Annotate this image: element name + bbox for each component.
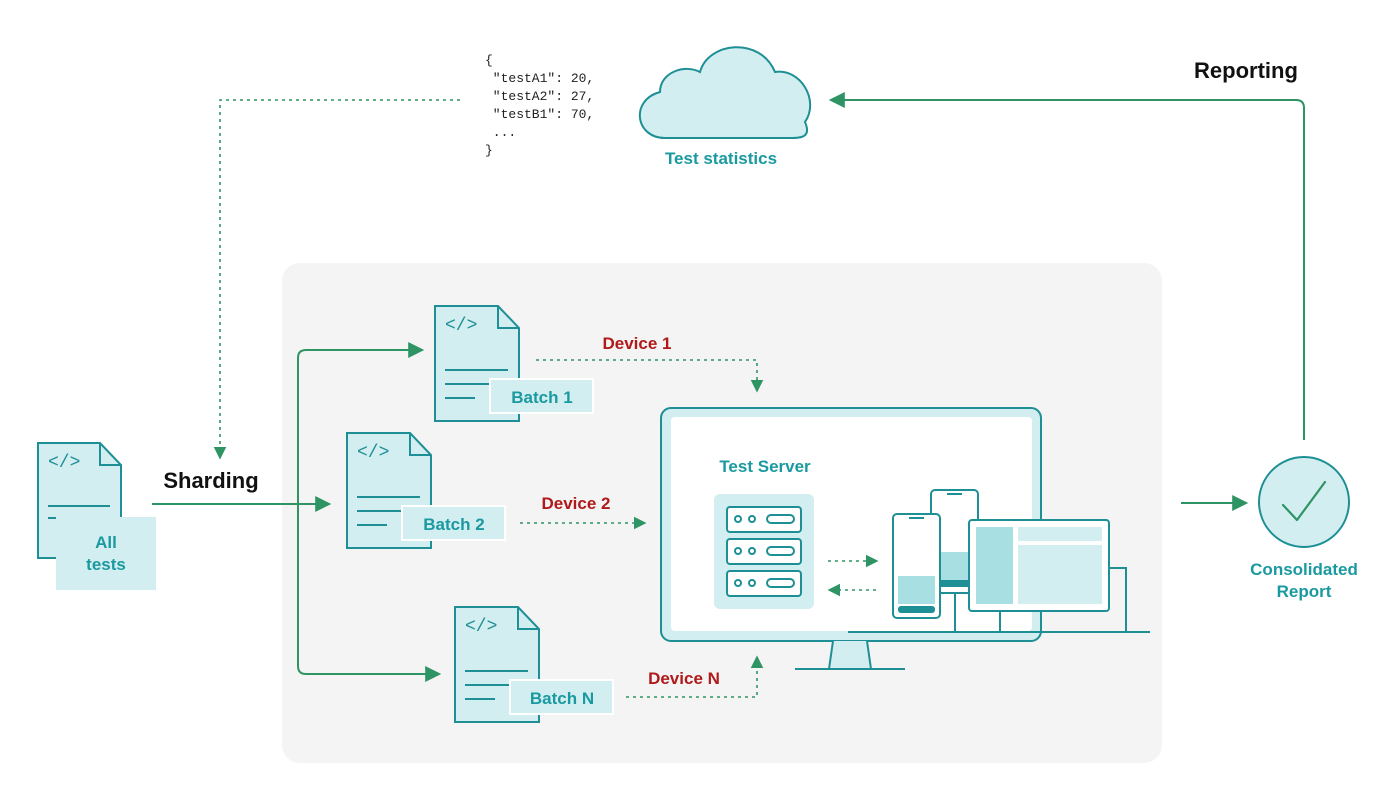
device-arrow: [626, 655, 764, 698]
batch-document: </> Batch 2: [346, 432, 506, 549]
device-arrow: [536, 359, 764, 393]
batch-label: Batch 1: [511, 388, 572, 407]
json-line: "testA2": 27,: [485, 89, 594, 104]
test-statistics-label: Test statistics: [665, 149, 777, 168]
consolidated-report-label: Report: [1277, 582, 1332, 601]
devices-icon: [848, 489, 1150, 633]
consolidated-report-label: Consolidated: [1250, 560, 1358, 579]
json-line: ...: [485, 125, 516, 140]
all-tests-label: All: [95, 533, 117, 552]
report-to-stats-arrow: [828, 92, 1305, 440]
batch-label: Batch N: [530, 689, 594, 708]
device-label: Device 2: [542, 494, 611, 513]
json-line: }: [485, 143, 493, 158]
device-label: Device 1: [603, 334, 672, 353]
json-line: {: [485, 53, 493, 68]
batch-label: Batch 2: [423, 515, 484, 534]
code-icon: </>: [48, 453, 80, 473]
reporting-label: Reporting: [1194, 58, 1298, 83]
batch-document: </> Batch 1: [434, 305, 594, 422]
sharding-branch-arrow: [297, 504, 442, 682]
all-tests-label: tests: [86, 555, 126, 574]
all-tests-document: </> All tests: [37, 442, 156, 590]
check-icon: [1258, 456, 1350, 548]
sharding-label: Sharding: [163, 468, 258, 493]
stats-json: { "testA1": 20, "testA2": 27, "testB1": …: [485, 53, 594, 158]
batch-document: </> Batch N: [454, 606, 614, 723]
server-icon: [714, 494, 814, 609]
json-line: "testA1": 20,: [485, 71, 594, 86]
cloud-icon: [639, 46, 812, 139]
json-line: "testB1": 70,: [485, 107, 594, 122]
device-label: Device N: [648, 669, 720, 688]
code-icon: </>: [465, 617, 497, 637]
test-server-label: Test Server: [719, 457, 811, 476]
code-icon: </>: [357, 443, 389, 463]
sharding-branch-arrow: [297, 342, 425, 504]
code-icon: </>: [445, 316, 477, 336]
stats-to-sharding-arrow: [213, 99, 460, 460]
